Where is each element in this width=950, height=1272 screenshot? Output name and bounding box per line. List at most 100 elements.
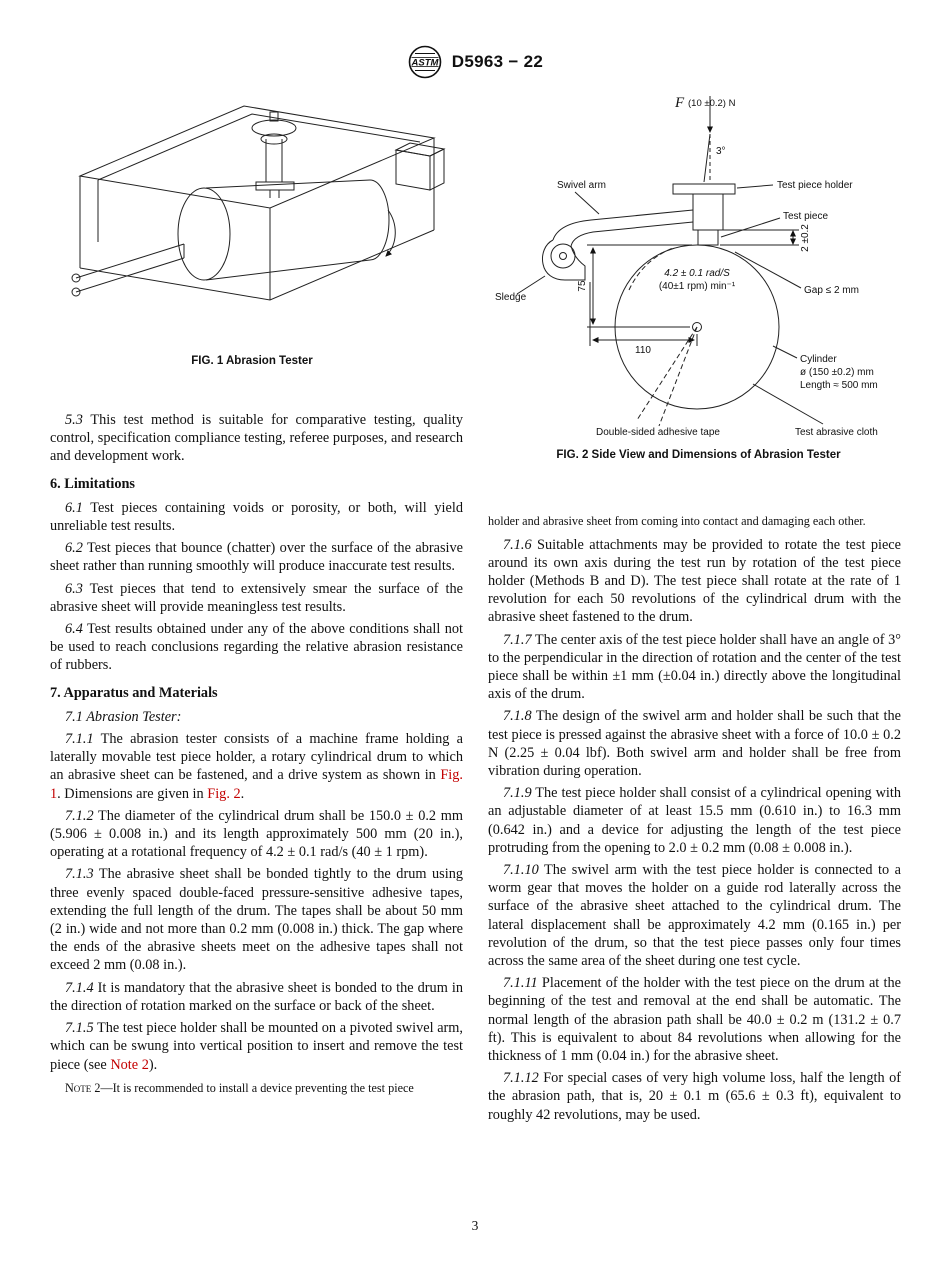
dim-2mm-lines xyxy=(720,229,799,246)
figure-1-drawing xyxy=(71,105,446,301)
dim-110-lines xyxy=(589,282,698,346)
para-7-1-11: 7.1.11 Placement of the holder with the … xyxy=(488,974,901,1065)
para-text: Placement of the holder with the test pi… xyxy=(488,975,901,1064)
sledge-shape xyxy=(542,239,586,281)
test-piece-holder-shape xyxy=(692,193,724,231)
para-7-1-8: 7.1.8 The design of the swivel arm and h… xyxy=(488,707,901,780)
para-text: Test pieces containing voids or porosity… xyxy=(50,499,463,535)
para-number: 7.1.1 xyxy=(65,731,94,748)
rotation-arrow xyxy=(385,209,396,257)
para-7-1-12: 7.1.12 For special cases of very high vo… xyxy=(488,1069,901,1124)
para-text: Test pieces that bounce (chatter) over t… xyxy=(50,540,463,575)
figure-2-side-view: F (10 ±0.2) N 3° Swivel arm Test piece h… xyxy=(487,88,910,461)
astm-logo-text: ASTM xyxy=(410,57,439,68)
link-note-2[interactable]: Note 2 xyxy=(110,1056,149,1073)
para-7-1-2: 7.1.2 The diameter of the cylindrical dr… xyxy=(50,807,463,862)
section-heading-limitations: 6. Limitations xyxy=(50,475,135,492)
para-number: 7.1.6 xyxy=(503,536,532,553)
doc-designation: D5963 − 22 xyxy=(451,52,544,71)
para-text: The abrasive sheet shall be bonded tight… xyxy=(50,866,463,974)
page-number: 3 xyxy=(471,1218,479,1233)
para-7-1-5: 7.1.5 The test piece holder shall be mou… xyxy=(50,1019,463,1074)
note-text: —It is recommended to install a device p… xyxy=(100,1080,414,1095)
dim-110-label: 110 xyxy=(635,345,651,356)
drum-center xyxy=(692,322,702,332)
sledge-label: Sledge xyxy=(495,292,527,303)
force-value-label: (10 ±0.2) N xyxy=(688,98,736,109)
para-number: 5.3 xyxy=(65,412,83,428)
para-number: 7.1.8 xyxy=(503,708,532,725)
para-number: 7.1.4 xyxy=(65,979,94,996)
para-7-1-3: 7.1.3 The abrasive sheet shall be bonded… xyxy=(50,865,463,974)
astm-logo-icon: ASTM xyxy=(407,44,443,80)
para-title: Abrasion Tester: xyxy=(82,708,182,725)
cloth-leader xyxy=(752,383,824,425)
para-text: Suitable attachments may be provided to … xyxy=(488,536,901,626)
figure-2-drawing: F (10 ±0.2) N 3° Swivel arm Test piece h… xyxy=(495,95,878,438)
angle-label: 3° xyxy=(716,146,726,157)
link-fig-2[interactable]: Fig. 2 xyxy=(207,785,241,802)
drum-cylinder xyxy=(177,179,390,281)
swivel-arm-shape xyxy=(552,209,694,247)
para-text: The diameter of the cylindrical drum sha… xyxy=(50,807,463,861)
dim-75-lines xyxy=(587,244,692,328)
dim-2mm-label: 2 ±0.2 xyxy=(800,224,811,252)
para-text: The design of the swivel arm and holder … xyxy=(488,708,901,779)
figure-1-abrasion-tester: FIG. 1 Abrasion Tester xyxy=(52,92,452,367)
right-column: holder and abrasive sheet from coming in… xyxy=(488,514,901,1128)
para-number: 7.1 xyxy=(65,708,83,725)
para-7-1: 7.1 Abrasion Tester: xyxy=(50,708,463,726)
para-text: It is mandatory that the abrasive sheet … xyxy=(50,979,463,1014)
link-fig-1[interactable]: Fig. 1 xyxy=(50,767,463,802)
figure-1-caption: FIG. 1 Abrasion Tester xyxy=(191,355,313,367)
cylinder-label-1: Cylinder xyxy=(800,354,837,365)
para-number: 6.2 xyxy=(65,540,83,557)
adhesive-tape-label: Double-sided adhesive tape xyxy=(596,427,720,438)
figure-2-caption: FIG. 2 Side View and Dimensions of Abras… xyxy=(556,449,841,461)
para-6-3: 6.3 Test pieces that tend to extensively… xyxy=(50,580,463,616)
para-text: Test pieces that tend to extensively sme… xyxy=(50,580,463,615)
para-6-1: 6.1 Test pieces containing voids or poro… xyxy=(50,499,463,535)
test-piece-label: Test piece xyxy=(783,211,828,222)
para-number: 7.1.5 xyxy=(65,1020,94,1037)
para-number: 6.3 xyxy=(65,580,83,597)
para-text: Test results obtained under any of the a… xyxy=(50,621,463,674)
para-text: The swivel arm with the test piece holde… xyxy=(488,861,901,969)
para-number: 7.1.3 xyxy=(65,866,94,883)
note-2-continuation: holder and abrasive sheet from coming in… xyxy=(488,514,866,528)
drum-speed-label-2: (40±1 rpm) min⁻¹ xyxy=(659,281,736,292)
para-number: 7.1.7 xyxy=(503,631,532,648)
para-text: ). xyxy=(148,1056,158,1073)
para-number: 7.1.11 xyxy=(503,975,538,992)
test-piece-shape xyxy=(697,229,719,246)
cylinder-leader xyxy=(772,345,798,359)
drum-speed-label-1: 4.2 ± 0.1 rad/S xyxy=(664,268,730,279)
para-text: The center axis of the test piece holder… xyxy=(488,631,901,703)
abrasive-cloth-label: Test abrasive cloth xyxy=(795,427,878,438)
para-text: The test piece holder shall be mounted o… xyxy=(50,1020,463,1073)
doc-header: ASTM D5963 − 22 xyxy=(0,44,950,80)
para-6-4: 6.4 Test results obtained under any of t… xyxy=(50,620,463,675)
para-7-1-10: 7.1.10 The swivel arm with the test piec… xyxy=(488,861,901,970)
para-number: 7.1.10 xyxy=(503,861,539,878)
para-number: 7.1.12 xyxy=(503,1070,539,1087)
motor-box xyxy=(394,142,446,191)
para-5-3: 5.3 This test method is suitable for com… xyxy=(50,411,463,466)
para-number: 7.1.9 xyxy=(503,785,532,802)
force-label-f: F xyxy=(674,95,685,111)
left-column: 5.3 This test method is suitable for com… xyxy=(50,411,463,1100)
astm-logo-drawing: ASTM xyxy=(408,45,442,79)
para-text: The test piece holder shall consist of a… xyxy=(488,785,901,856)
para-7-1-1: 7.1.1 The abrasion tester consists of a … xyxy=(50,730,463,803)
para-text: The abrasion tester consists of a machin… xyxy=(50,731,463,784)
para-6-2: 6.2 Test pieces that bounce (chatter) ov… xyxy=(50,539,463,575)
para-number: 6.1 xyxy=(65,499,83,516)
gap-label: Gap ≤ 2 mm xyxy=(804,285,859,296)
para-text: This test method is suitable for compara… xyxy=(50,412,463,465)
swivel-arm-label: Swivel arm xyxy=(557,180,606,191)
para-7-1-4: 7.1.4 It is mandatory that the abrasive … xyxy=(50,979,463,1015)
machine-frame-top xyxy=(78,105,436,209)
para-text: . Dimensions are given in xyxy=(57,785,208,802)
para-text: For special cases of very high volume lo… xyxy=(488,1070,901,1123)
